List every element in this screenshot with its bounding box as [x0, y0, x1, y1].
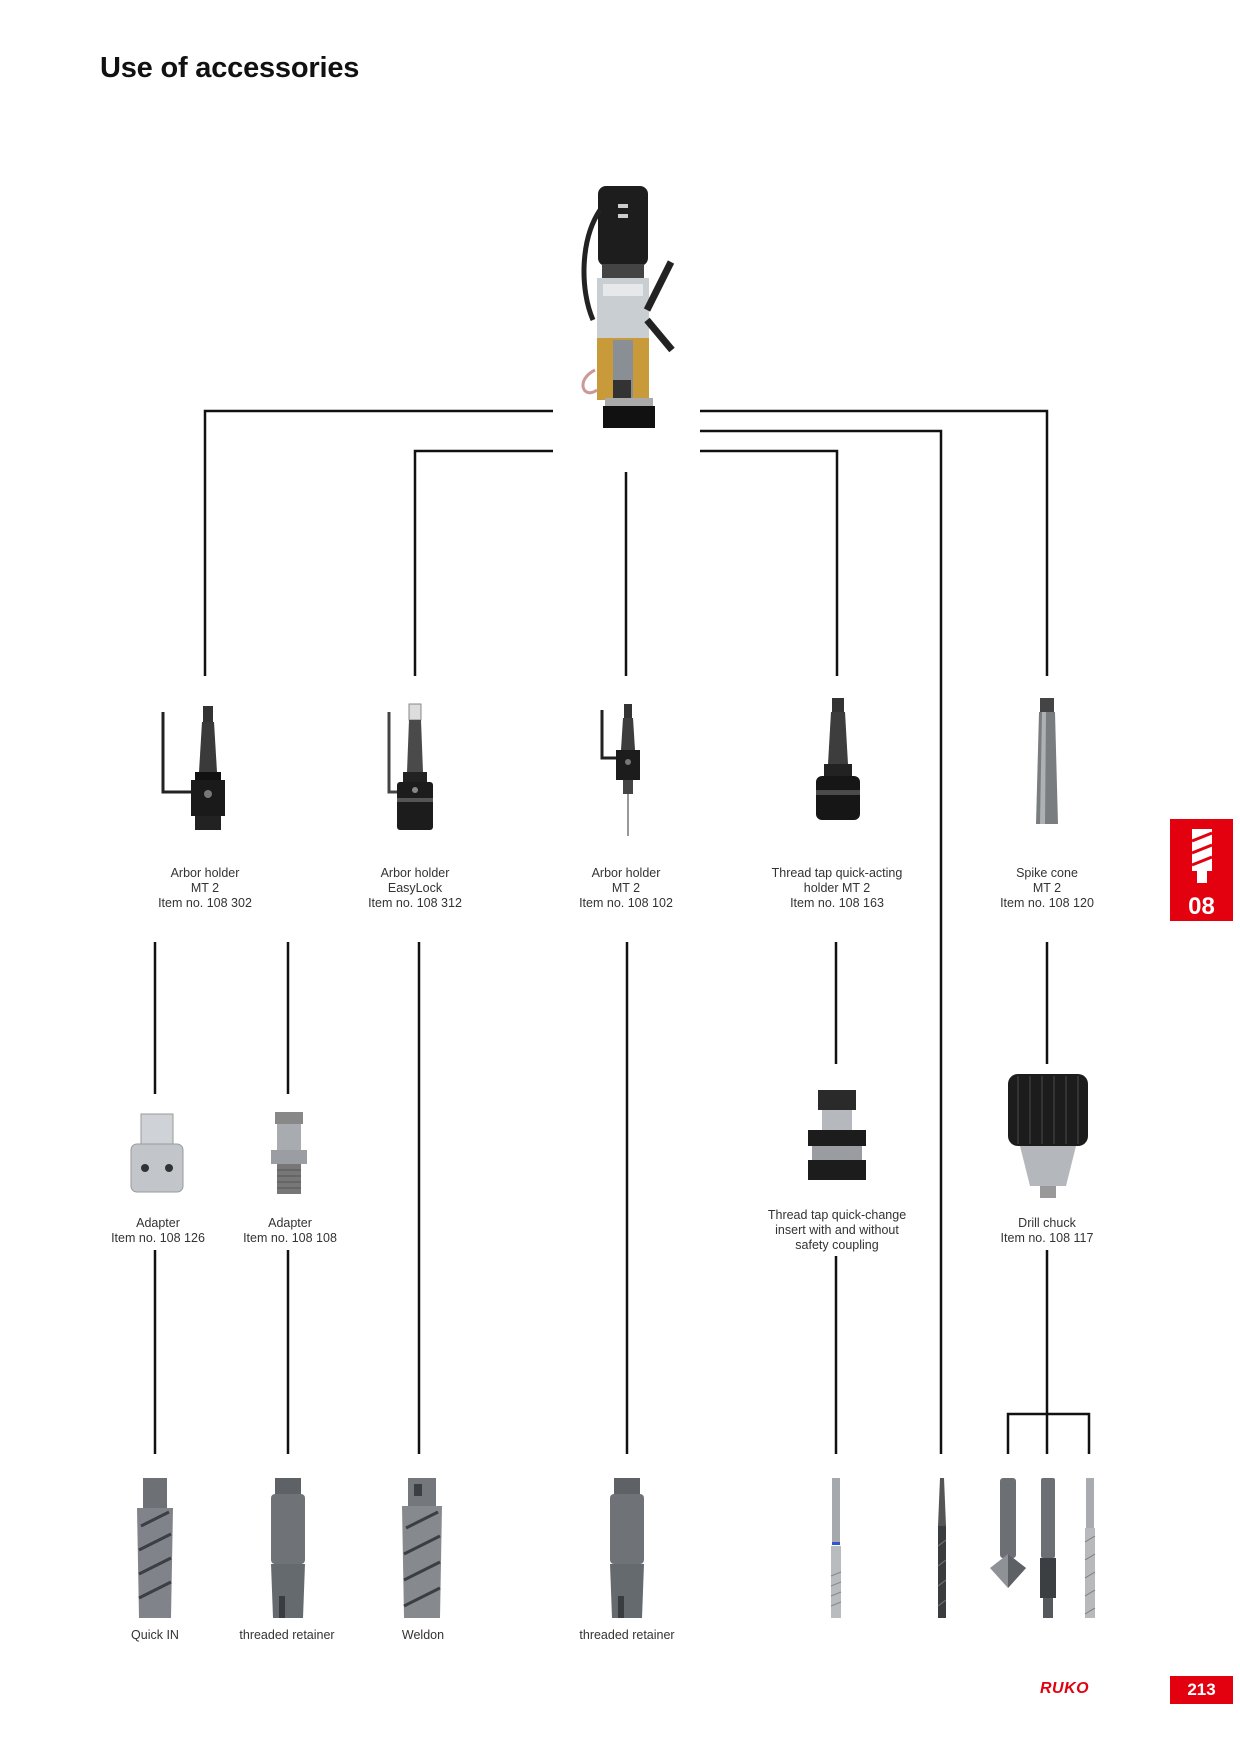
drill-chuck-image: [1000, 1064, 1096, 1204]
step-drill-image: [1036, 1476, 1060, 1622]
arbor-holder-easylock-image: [373, 700, 453, 840]
thread-tap-holder-image: [810, 694, 866, 830]
core-drill-threaded-1-image: [265, 1476, 311, 1622]
core-drill-threaded-2-image: [604, 1476, 650, 1622]
connector-direct-tool: [700, 431, 941, 1454]
bottom-label-threaded-2: threaded retainer: [537, 1628, 717, 1642]
section-tab: 08: [1170, 819, 1233, 921]
twist-drill-image: [1082, 1476, 1098, 1622]
arbor-holder-mt2-image: [155, 700, 235, 840]
adapter-threaded-image: [265, 1108, 313, 1198]
adapter-quickin-image: [125, 1110, 189, 1196]
section-number: 08: [1170, 893, 1233, 921]
core-drill-quickin-image: [133, 1476, 177, 1622]
brand-logo: RUKO: [1040, 1680, 1089, 1698]
twist-drill-taper-image: [934, 1476, 950, 1622]
connector-chuck-branch: [1008, 1414, 1089, 1454]
page-number: 213: [1170, 1676, 1233, 1704]
tap-image: [828, 1476, 844, 1622]
connector-holder-4: [700, 451, 837, 676]
countersink-image: [988, 1476, 1028, 1596]
spike-cone-image: [1030, 694, 1064, 830]
core-drill-weldon-image: [398, 1476, 446, 1622]
connector-holder-2: [415, 451, 553, 676]
arbor-holder-mt2-pilot-image: [590, 700, 660, 840]
thread-tap-insert-image: [800, 1086, 874, 1188]
magnetic-drill-image: [575, 180, 685, 450]
core-drill-icon: [1188, 827, 1216, 885]
bottom-label-weldon: Weldon: [333, 1628, 513, 1642]
